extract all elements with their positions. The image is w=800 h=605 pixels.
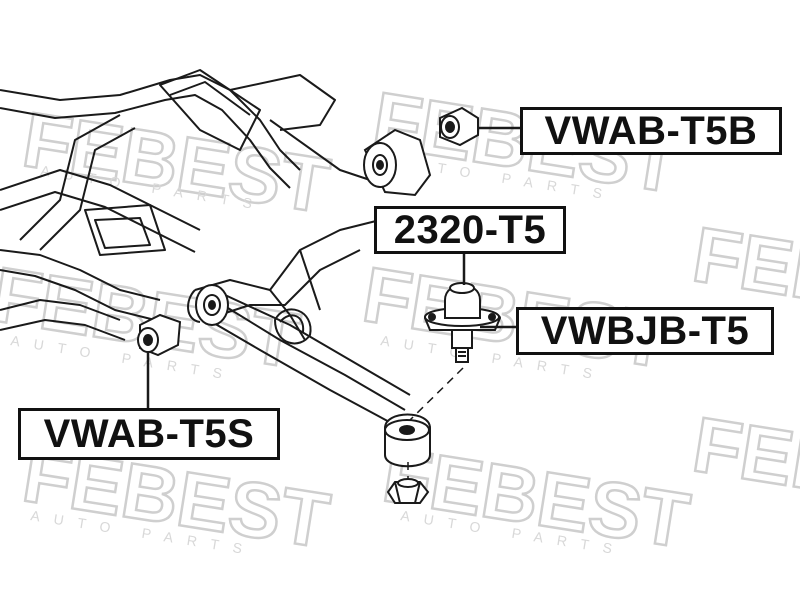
- label-vwab-t5s: VWAB-T5S: [18, 408, 280, 460]
- label-vwab-t5b: VWAB-T5B: [520, 107, 782, 155]
- bushing-rear-part: [439, 106, 479, 147]
- arm-rear-bushing: [363, 128, 432, 197]
- watermark-brand: FEBEST: [687, 400, 800, 535]
- leader-lines: [146, 126, 520, 408]
- bushing-front-part: [137, 313, 182, 357]
- arm-front-bushing: [195, 284, 229, 326]
- label-2320-t5: 2320-T5: [374, 206, 566, 254]
- arm-ball-socket: [384, 413, 431, 468]
- subframe: [0, 69, 371, 341]
- assembly-dashes: [407, 367, 464, 480]
- watermark-brand: FEBEST: [17, 95, 335, 230]
- control-arm: [187, 219, 411, 426]
- castle-nut: [386, 478, 430, 504]
- ball-joint: [423, 282, 502, 363]
- label-vwbjb-t5: VWBJB-T5: [516, 307, 774, 355]
